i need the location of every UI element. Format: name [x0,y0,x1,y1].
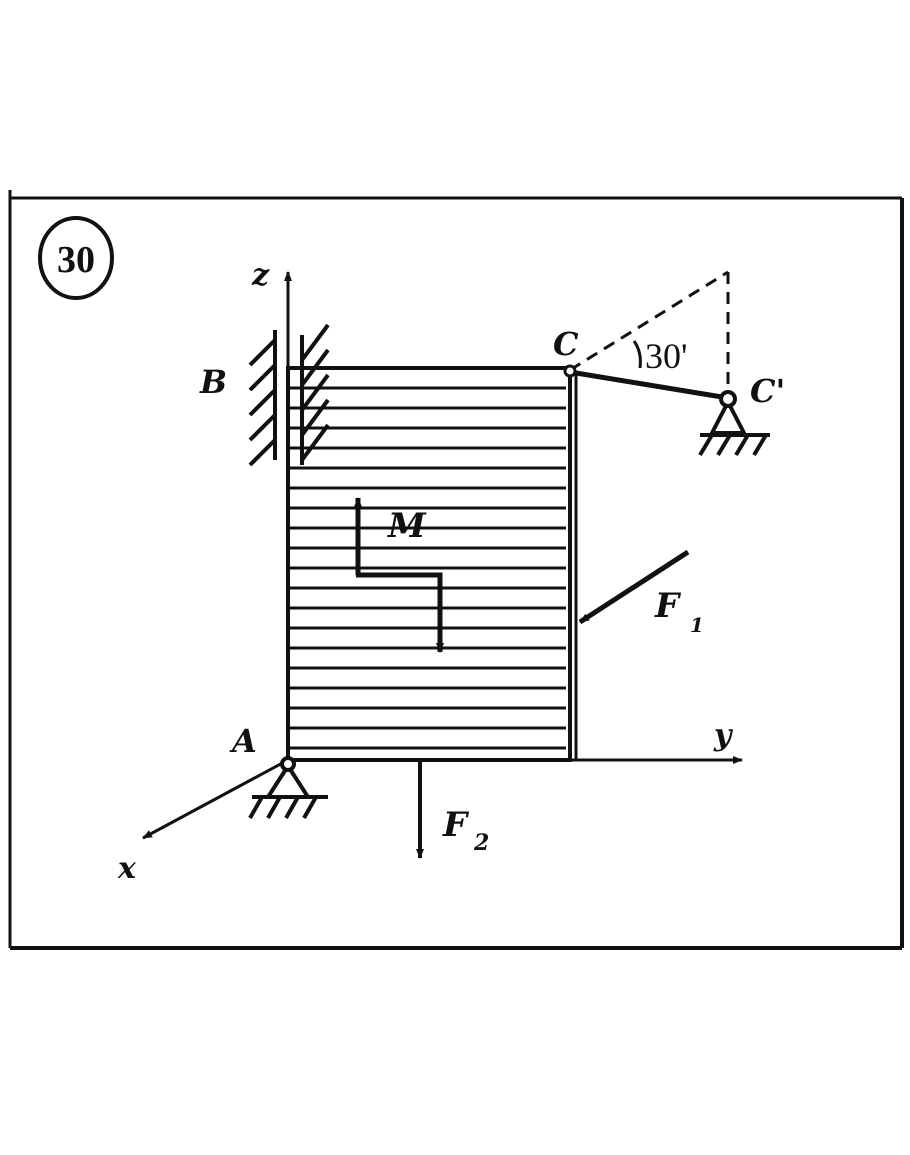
axis-y: y [570,718,743,764]
label-c: C [553,325,579,363]
label-m: M [387,506,427,546]
support-b-wall [248,323,330,467]
rod-cc-prime [563,270,730,401]
problem-number-badge: 30 [38,216,114,300]
force-f1: F 1 [578,549,704,637]
force-f2: F 2 [416,760,489,859]
plate [286,366,578,762]
moment-m [354,497,444,653]
angle-label: 30' [645,336,688,376]
frame-border [8,190,904,950]
svg-text:F: F [654,586,682,626]
svg-text:z: z [251,258,270,293]
svg-text:30: 30 [57,239,95,281]
label-c-prime: C' [750,372,785,410]
label-b: B [199,363,227,401]
support-a-pin [248,756,328,819]
svg-text:F: F [442,805,470,845]
svg-text:x: x [117,851,137,886]
svg-text:y: y [713,718,734,753]
svg-text:2: 2 [473,830,489,856]
axis-z: z [251,258,292,760]
support-c-prime-pin [698,390,770,457]
svg-text:1: 1 [690,613,704,637]
label-a: A [229,722,257,760]
axis-x: x [117,758,289,886]
